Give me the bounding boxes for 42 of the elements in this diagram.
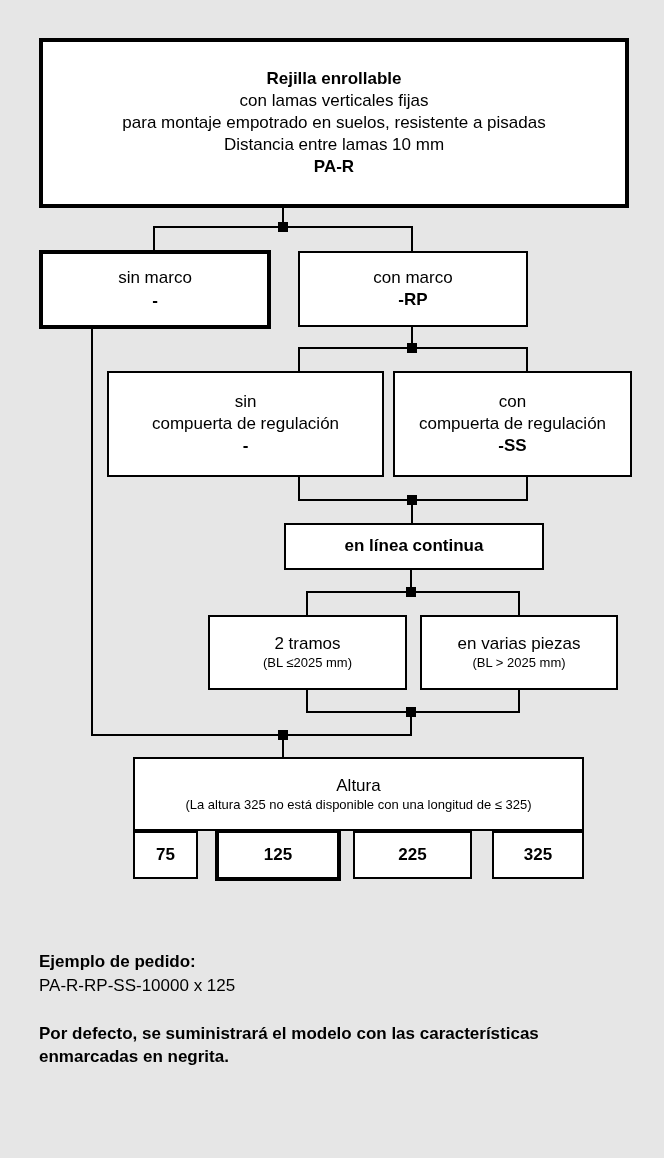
option-box [208,615,407,690]
code-text: - [152,289,158,312]
code-text: 325 [523,843,553,866]
value-box [215,829,341,881]
option-box [107,371,384,477]
label-text: para montaje empotrado en suelos, resistente a pisadas [122,111,546,134]
order-example: PA-R-RP-SS-10000 x 125 [39,974,237,997]
code-text: PA-R [313,156,355,179]
code-text: - [242,435,249,458]
code-text: -SS [498,435,527,458]
option-box [393,371,632,477]
option-box [298,251,528,327]
code-text: 225 [398,843,427,866]
code-text: Rejilla enrollable [266,67,402,90]
note-text: Por defecto, se suministrará el modelo con las características enmarcadas en negrita. [39,1022,540,1069]
label-text: (BL > 2025 mm) [472,655,566,672]
label-text: con marco [373,266,453,289]
value-box [133,831,198,879]
code-text: 125 [263,843,293,866]
label-text: 2 tramos [274,633,341,655]
label-text: compuerta de regulación [418,412,607,435]
label-text: Altura [336,774,381,797]
section-heading: Ejemplo de pedido: [39,951,197,973]
label-text: en varias piezas [457,633,581,655]
code-text: en línea continua [344,535,484,558]
label-text: (BL ≤2025 mm) [263,655,352,672]
label-text: con lamas verticales fijas [239,89,429,112]
title-box [39,38,629,208]
option-box [284,523,544,570]
label-text: Distancia entre lamas 10 mm [223,134,445,157]
label-text: con [498,390,527,413]
height-box [133,757,584,831]
option-box [39,250,271,329]
code-text: 75 [156,843,175,866]
option-box [420,615,618,690]
label-text: compuerta de regulación [151,412,340,435]
label-text: sin marco [118,267,192,290]
code-text: -RP [398,289,428,311]
value-box [353,831,472,879]
label-text: (La altura 325 no está disponible con una longitud de ≤ 325) [185,796,532,814]
label-text: sin [234,390,257,413]
value-box [492,831,584,879]
